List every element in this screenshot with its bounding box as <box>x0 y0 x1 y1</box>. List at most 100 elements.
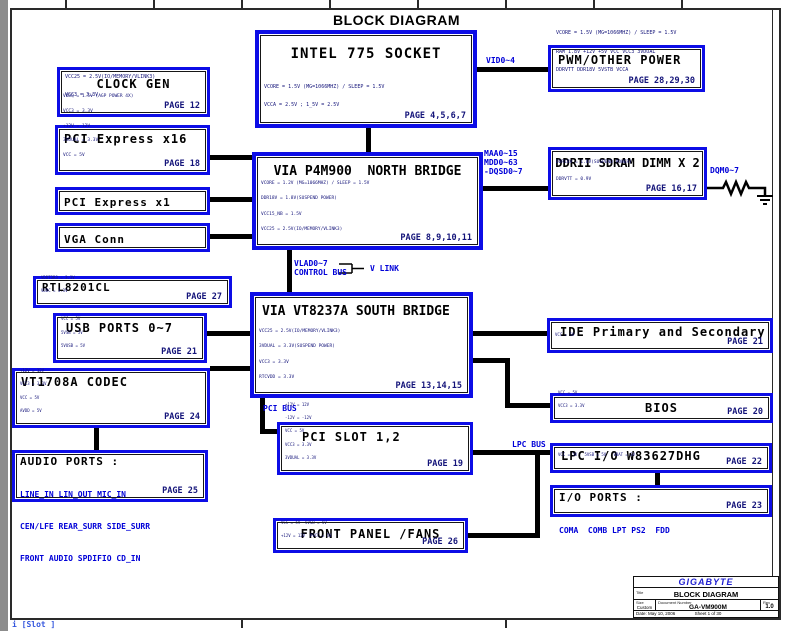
page-ref: PAGE 20 <box>727 407 763 417</box>
signal-mdd: MDD0~63 <box>484 158 518 167</box>
block-bios: BIOS VCC = 5V VCC3 = 3.3V PAGE 20 <box>550 390 773 423</box>
block-title: VIA VT8237A SOUTH BRIDGE <box>262 304 450 319</box>
signal-vlad: VLAD0~7 <box>294 259 328 268</box>
block-title: AUDIO PORTS : <box>20 455 120 468</box>
power-notes: VCC = 5V <box>555 332 575 337</box>
block-title: I/O PORTS : <box>559 491 643 504</box>
title-block-title-row: Title BLOCK DIAGRAM <box>634 590 778 600</box>
block-front-panel-fans: FRONT PANEL /FANS VCC = 5V 5VSB = 5V +12… <box>273 518 468 553</box>
signal-control-bus: CONTROL BUS <box>294 268 347 277</box>
page-ref: PAGE 27 <box>186 292 222 302</box>
page-ref: PAGE 13,14,15 <box>395 381 462 391</box>
signal-vid: VID0~4 <box>486 56 515 65</box>
block-io-ports: I/O PORTS : COMA COMB LPT PS2 FDD PAGE 2… <box>550 485 772 535</box>
block-pci-express-x16: PCI Express x16 VDDQ = 1.5V (AGP POWER 4… <box>55 94 210 175</box>
border-tick <box>65 0 67 8</box>
title-block-company-row: GIGABYTE <box>634 577 778 588</box>
power-notes: DDR18V = 1.8V(SUSPEND POWER) DDRVTT = 0.… <box>556 160 632 183</box>
block-title: LPC I/O W83627DHG <box>561 449 701 463</box>
block-ide-primary-secondary: IDE Primary and Secondary VCC = 5V PAGE … <box>547 318 773 353</box>
date-label: Date: <box>636 611 647 616</box>
dqm-termination-resistor-ground <box>707 178 773 205</box>
block-title: FRONT PANEL /FANS <box>300 527 441 541</box>
wire-lpc-branch-down <box>535 450 540 538</box>
border-tick <box>417 0 419 8</box>
sheet-label: Sheet <box>694 611 707 616</box>
page-ref: PAGE 18 <box>164 159 200 169</box>
block-title: PCI Express x1 <box>64 196 171 209</box>
signal-vlink: V LINK <box>370 264 399 273</box>
wire-intel-to-northbridge <box>366 128 371 154</box>
block-title: INTEL 775 SOCKET <box>290 46 442 62</box>
page-ref: PAGE 16,17 <box>645 184 697 194</box>
wire-lpc-bus <box>473 450 550 455</box>
doc-number-label: Document Number <box>658 600 692 605</box>
signal-dqsd: -DQSD0~7 <box>484 167 523 176</box>
block-title: USB PORTS 0~7 <box>66 321 173 335</box>
signal-maa: MAA0~15 <box>484 149 518 158</box>
size-cell: Size Custom <box>634 600 656 610</box>
title-block: GIGABYTE Title BLOCK DIAGRAM Size Custom… <box>633 576 779 618</box>
doc-cell: Document Number GA-VM900M <box>656 600 760 611</box>
page-ref: PAGE 4,5,6,7 <box>404 111 466 121</box>
block-pwm-other-power: PWM/OTHER POWER VCORE = 1.5V (MG=1066MHZ… <box>548 30 705 92</box>
block-title: VGA Conn <box>64 233 125 246</box>
border-tick <box>241 620 243 628</box>
date-value: May 10, 2006 <box>648 611 676 616</box>
wire-pciex1-to-northbridge <box>210 197 252 202</box>
sheet-border-right-inner <box>772 8 773 618</box>
power-notes: VCORE = 1.5V (MG=1066MHZ) / SLEEP = 1.5V… <box>264 83 385 109</box>
wire-southbridge-to-pcislot-v <box>260 398 265 434</box>
size-value: Custom <box>636 604 653 610</box>
power-notes: VCC = 5V 5VSB = 5V +12V = 12V PVCC = 5V <box>281 519 332 538</box>
block-pci-express-x1: PCI Express x1 <box>55 187 210 215</box>
wire-frontpanel <box>468 533 535 538</box>
wire-southbridge-to-codec <box>210 366 250 371</box>
io-port-list: COMA COMB LPT PS2 FDD <box>559 525 670 535</box>
power-notes: VDDQ = 1.5V (AGP POWER 4X) VCC3 = 3.3V +… <box>63 93 134 159</box>
power-notes: VCC25 = 2.5V(IO/MEMORY/VLINK3) 3VDUAL = … <box>259 328 341 381</box>
wire-southbridge-to-bios-h1 <box>473 358 510 363</box>
block-usb-ports: USB PORTS 0~7 VCC = 5V 5VSB = 5V 5VUSB =… <box>53 313 207 363</box>
power-notes: VCC = 5V 5VSB = 5V VBAT = 3V <box>558 452 636 457</box>
block-pci-slot-1-2: PCI SLOT 1,2 +12V = 12V -12V = -12V VCC … <box>277 402 473 475</box>
wire-codec-to-audio <box>94 428 99 450</box>
block-title: RTL8201CL <box>42 281 111 294</box>
sheet-border-top <box>10 8 781 10</box>
border-tick <box>681 0 683 8</box>
block-title: VIA P4M900 NORTH BRIDGE <box>273 164 462 179</box>
wire-pciex16-to-northbridge <box>210 155 252 160</box>
power-notes: VCC = 5V 5VSB = 5V 5VUSB = 5V <box>61 316 86 348</box>
footer-partial-text: i [Slot ] <box>12 620 56 629</box>
sheet-number: 1 <box>707 611 711 616</box>
sheet-border-left <box>10 8 12 620</box>
block-title: PCI Express x16 <box>64 132 188 146</box>
border-tick <box>505 620 507 628</box>
block-title: DDRII SDRAM DIMM X 2 <box>555 156 700 170</box>
block-rtl8201cl: RTL8201CL VDDT3R3 = 3.3V VDDC = 3.3V PAG… <box>33 275 232 308</box>
page-ref: PAGE 24 <box>164 412 200 422</box>
block-intel-775-socket: INTEL 775 SOCKET VCORE = 1.5V (MG=1066MH… <box>255 30 477 128</box>
page-ref: PAGE 26 <box>422 537 458 547</box>
wire-southbridge-to-pcislot-h <box>260 429 277 434</box>
rev-value: 1.0 <box>765 604 774 610</box>
power-notes: VCC25 = 2.5V(IO/MEMORY/VLINK3) VCC3 = 3.… <box>65 73 156 99</box>
page-ref: PAGE 21 <box>161 347 197 357</box>
sheet-of-label: of <box>711 611 716 616</box>
border-tick <box>329 0 331 8</box>
power-notes: VCORE = 1.5V (MG=1066MHZ) / SLEEP = 1.5V… <box>556 29 677 74</box>
wire-vlink <box>287 250 292 292</box>
title-block-doc-row: Size Custom Document Number GA-VM900M Re… <box>634 600 778 611</box>
power-notes: +12V = 12V -12V = -12V VCC = 5V VCC3 = 3… <box>285 402 317 460</box>
power-notes: VCC = 5V VCC3 = 3.3V <box>558 389 585 408</box>
block-via-p4m900-north-bridge: VIA P4M900 NORTH BRIDGE VCORE = 1.2V (MG… <box>252 152 483 250</box>
power-notes: VDDT3R3 = 3.3V VDDC = 3.3V <box>41 274 75 293</box>
page-ref: PAGE 19 <box>427 459 463 469</box>
wire-lpc-to-ioports <box>655 473 660 485</box>
page-ref: PAGE 8,9,10,11 <box>400 233 472 243</box>
title-block-date-row: Date: May 10, 2006 Sheet 1 of 30 <box>634 611 778 619</box>
rev-cell: Rev 1.0 <box>760 600 778 610</box>
power-notes: VCORE = 1.2V (MG=1066MHZ) / SLEEP = 1.5V… <box>261 180 370 233</box>
block-audio-ports: AUDIO PORTS : LINE_IN LIN_OUT MIC_IN CEN… <box>12 450 208 563</box>
wire-southbridge-to-bios-h2 <box>505 403 550 408</box>
